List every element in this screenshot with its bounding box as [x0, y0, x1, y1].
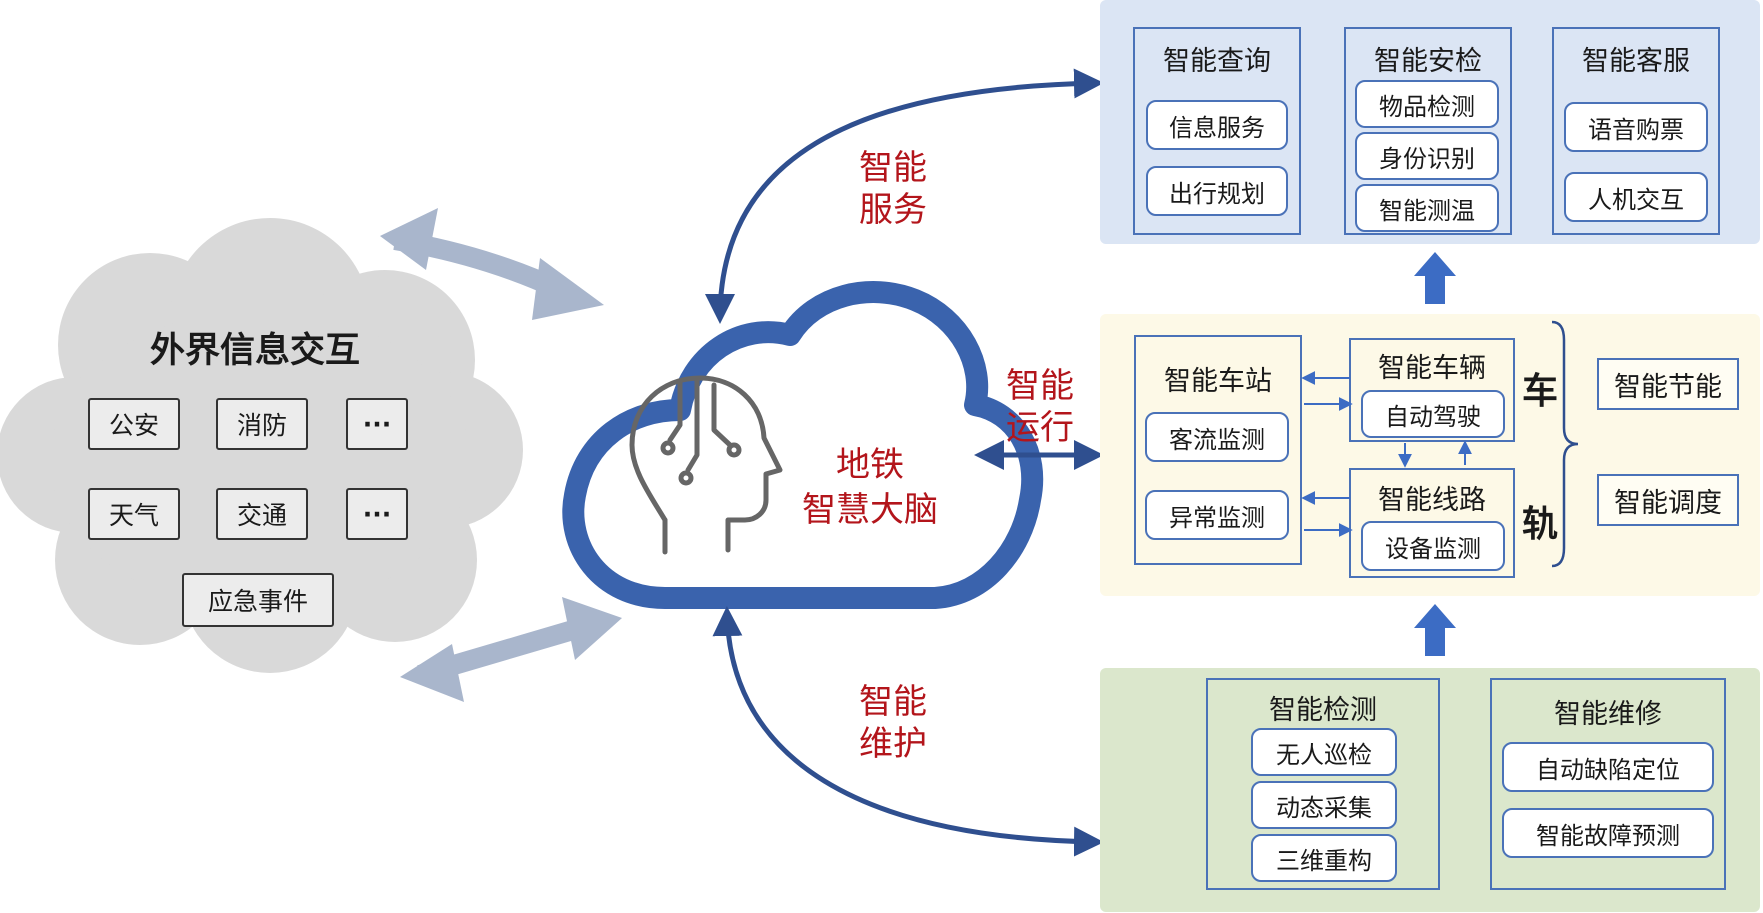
customer-item-ticket: 语音购票 [1564, 102, 1708, 152]
vehicle-group: 智能车辆 [1349, 338, 1515, 442]
energy-box: 智能节能 [1597, 358, 1739, 410]
vehicle-item-autodrive: 自动驾驶 [1361, 390, 1505, 438]
robot-head-icon [629, 375, 783, 555]
customer-group: 智能客服 [1552, 27, 1720, 235]
external-title: 外界信息交互 [150, 331, 361, 371]
repair-title: 智能维修 [1554, 699, 1662, 730]
dispatch-box: 智能调度 [1597, 474, 1739, 526]
security-group: 智能安检 [1344, 27, 1512, 235]
link-operation-line2: 运行 [1006, 408, 1074, 448]
repair-item-defect: 自动缺陷定位 [1502, 742, 1714, 792]
external-item-fire: 消防 [216, 398, 308, 450]
detection-item-patrol: 无人巡检 [1251, 728, 1397, 776]
security-item-identity: 身份识别 [1355, 132, 1499, 180]
station-item-anomaly: 异常监测 [1145, 490, 1289, 540]
line-item-equipment: 设备监测 [1361, 521, 1505, 571]
up-arrow-operation [1414, 604, 1456, 656]
repair-item-fault: 智能故障预测 [1502, 808, 1714, 858]
link-service-line2: 服务 [859, 190, 927, 230]
station-item-flow: 客流监测 [1145, 412, 1289, 462]
line-title: 智能线路 [1378, 485, 1486, 516]
query-title: 智能查询 [1163, 46, 1271, 77]
detection-group: 智能检测 [1206, 678, 1440, 890]
brain-label-line1: 地铁 [836, 445, 904, 485]
query-item-route: 出行规划 [1146, 166, 1288, 216]
customer-title: 智能客服 [1582, 46, 1690, 77]
external-item-more: ··· [346, 398, 408, 450]
detection-item-collection: 动态采集 [1251, 781, 1397, 829]
vehicle-rail-label-rail: 轨 [1522, 504, 1559, 545]
vehicle-title: 智能车辆 [1378, 353, 1486, 384]
external-item-traffic: 交通 [216, 488, 308, 540]
station-group: 智能车站 [1134, 335, 1302, 565]
up-arrow-service [1414, 252, 1456, 304]
external-upper-double-arrow [380, 208, 604, 320]
vehicle-rail-brace [1551, 320, 1579, 568]
link-maintenance-line2: 维护 [859, 724, 927, 764]
external-item-emergency: 应急事件 [182, 573, 334, 627]
external-item-more-2: ··· [346, 488, 408, 540]
detection-title: 智能检测 [1269, 695, 1377, 726]
external-lower-double-arrow [400, 597, 622, 702]
detection-item-3d: 三维重构 [1251, 834, 1397, 882]
external-item-weather: 天气 [88, 488, 180, 540]
query-item-info: 信息服务 [1146, 100, 1288, 150]
station-title: 智能车站 [1164, 366, 1272, 397]
security-title: 智能安检 [1374, 46, 1482, 77]
link-service-line1: 智能 [859, 148, 927, 188]
vehicle-line-arrows [1398, 440, 1472, 468]
link-operation-line1: 智能 [1006, 366, 1074, 406]
repair-group: 智能维修 [1490, 678, 1726, 890]
brain-label-line2: 智慧大脑 [802, 490, 938, 530]
service-connector [705, 68, 1104, 324]
vehicle-rail-label-vehicle: 车 [1522, 371, 1559, 412]
maintenance-connector [712, 606, 1104, 857]
security-item-temperature: 智能测温 [1355, 184, 1499, 232]
link-maintenance-line1: 智能 [859, 682, 927, 722]
query-group: 智能查询 [1133, 27, 1301, 235]
customer-item-hci: 人机交互 [1564, 172, 1708, 222]
operation-inner-arrows [1301, 371, 1353, 537]
external-item-police: 公安 [88, 398, 180, 450]
security-item-goods: 物品检测 [1355, 80, 1499, 128]
